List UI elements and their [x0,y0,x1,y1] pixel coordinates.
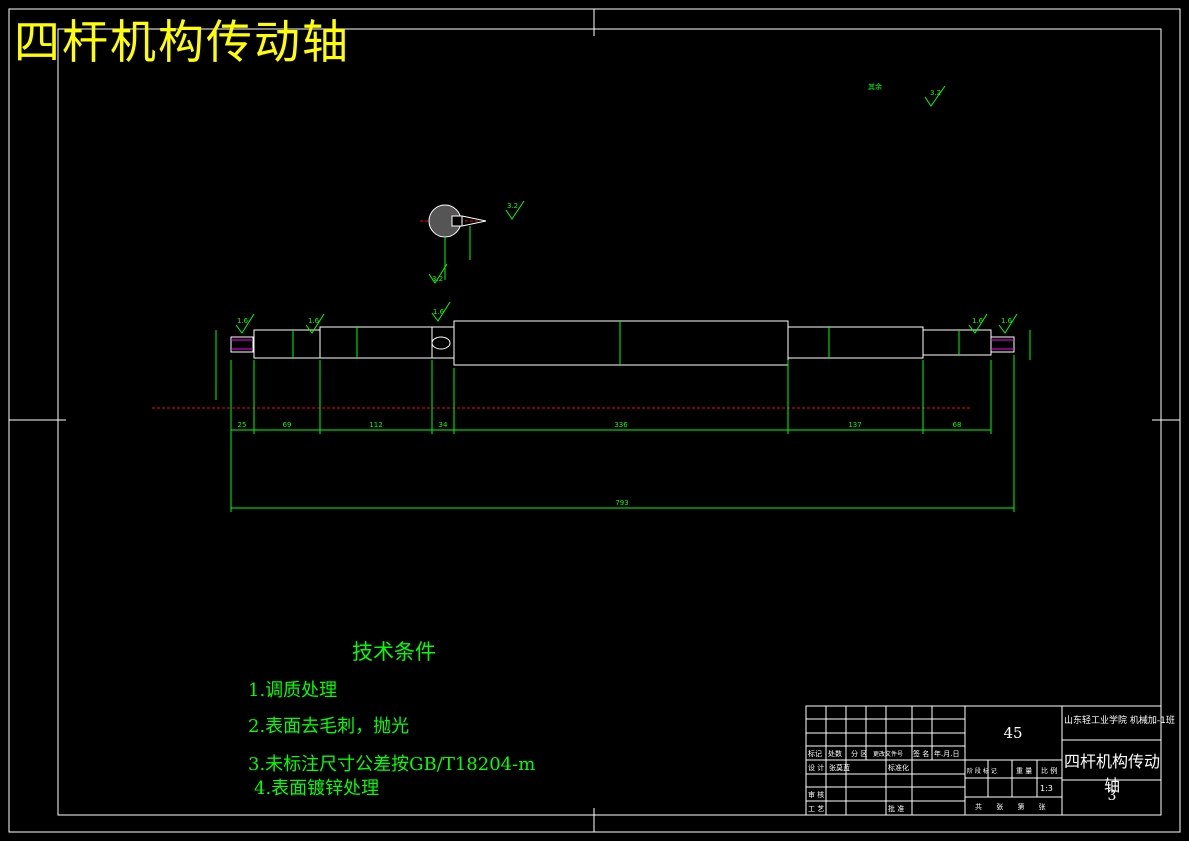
tb-label-zone: 分 区 [851,750,868,758]
roughness-6: 3.2 [507,202,518,210]
dim-112: 112 [369,421,382,429]
tb-label-count: 处数 [828,750,842,758]
roughness-symbols [235,85,1018,334]
tb-label-stage: 阶 段 标 记 [967,768,997,775]
dim-336: 336 [614,421,628,429]
dim-25: 25 [238,421,247,429]
tb-label-process: 工 艺 [808,805,825,813]
thread-marks [231,339,1014,350]
part-name: 四杆机构传动轴 [1064,752,1161,795]
length-dimension-labels: 25 69 112 34 336 137 68 793 [238,421,962,507]
roughness-labels: 3.2 其余 1.6 1.6 1.6 1.6 1.6 3.2 3.2 [237,82,1013,325]
roughness-2: 1.6 [308,317,320,325]
dim-793: 793 [615,499,628,507]
tech-requirements-heading: 技术条件 [352,640,436,664]
tb-label-change-doc: 更改文件号 [873,751,904,758]
inner-frame [57,28,1162,816]
tech-requirement-1: 1.调质处理 [248,680,338,701]
tb-label-date: 年.月.日 [934,750,960,758]
roughness-rest-label: 其余 [868,82,882,91]
tb-label-review: 审 核 [808,791,825,799]
tb-designer: 张莫蓝 [829,764,850,772]
tb-label-weight: 重 量 [1016,767,1033,775]
dim-69: 69 [283,421,292,429]
roughness-1: 1.6 [237,317,249,325]
tb-label-sheets: 共 张 第 张 [975,803,1052,811]
tb-label-scale: 比 例 [1041,767,1058,775]
dimension-lines [215,226,1031,512]
tb-label-mark: 标记 [808,750,822,758]
roughness-4: 1.6 [972,317,984,325]
tech-requirement-2: 2.表面去毛刺，抛光 [248,716,410,737]
dim-137: 137 [848,421,861,429]
dim-68: 68 [953,421,962,429]
tb-label-sign: 签 名 [913,750,930,758]
tech-requirement-4: 4.表面镀锌处理 [254,778,380,799]
keyway-section-view [428,204,487,238]
roughness-rest-value: 3.2 [930,89,941,97]
drawing-title: 四杆机构传动轴 [14,15,350,69]
tb-label-approve: 批 准 [888,805,905,813]
shaft-outline [230,320,1015,366]
roughness-7: 3.2 [432,275,443,283]
roughness-5: 1.6 [1001,317,1013,325]
school-name: 山东轻工业学院 机械加-1班 [1064,716,1175,726]
tech-requirement-3: 3.未标注尺寸公差按GB/T18204-m [248,754,536,775]
sheet-number: 3 [1107,788,1117,804]
tb-label-standard: 标准化 [888,764,909,772]
scale-value: 1:3 [1040,784,1053,793]
tb-label-design: 设 计 [808,764,825,772]
roughness-3: 1.6 [433,308,445,316]
dim-34: 34 [439,421,448,429]
material-value: 45 [1003,724,1023,742]
